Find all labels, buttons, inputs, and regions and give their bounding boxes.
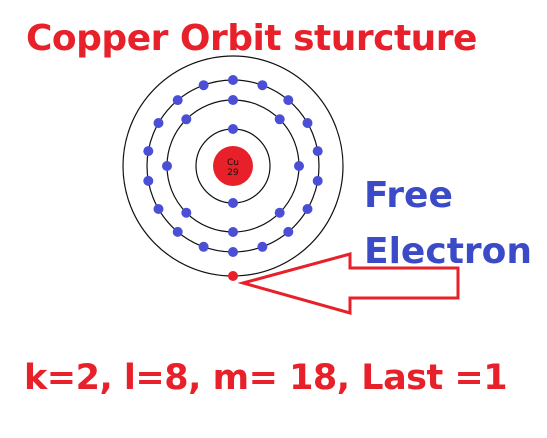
electron-m bbox=[283, 95, 294, 106]
electron-l bbox=[162, 161, 172, 171]
electron-l bbox=[181, 207, 192, 218]
free-electron-arrow bbox=[237, 252, 460, 315]
electron-m bbox=[153, 118, 164, 128]
electron-m bbox=[198, 80, 209, 91]
electron-m bbox=[198, 241, 209, 252]
electron-l bbox=[181, 114, 192, 125]
electron-m bbox=[172, 226, 183, 237]
free-electron bbox=[228, 271, 238, 281]
electron-m bbox=[228, 247, 238, 257]
free-electron-label: Free Electron bbox=[364, 168, 532, 280]
electron-m bbox=[257, 80, 268, 91]
electron-k bbox=[228, 198, 238, 208]
electron-m bbox=[228, 75, 238, 85]
electron-k bbox=[228, 124, 238, 134]
electrons bbox=[143, 75, 323, 281]
electron-m bbox=[302, 118, 313, 128]
free-electron-label-line2: Electron bbox=[364, 231, 533, 272]
electron-l bbox=[274, 114, 285, 125]
electron-m bbox=[143, 146, 154, 157]
nucleus bbox=[213, 146, 253, 186]
electron-m bbox=[283, 226, 294, 237]
electron-l bbox=[228, 227, 238, 237]
nucleus-symbol: Cu bbox=[227, 158, 239, 168]
electron-m bbox=[153, 204, 164, 214]
electron-m bbox=[172, 95, 183, 106]
shell-summary: k=2, l=8, m= 18, Last =1 bbox=[24, 358, 508, 398]
electron-m bbox=[312, 175, 323, 186]
electron-m bbox=[302, 204, 313, 214]
page-title: Copper Orbit sturcture bbox=[26, 18, 477, 59]
nucleus-atomic-number: 29 bbox=[227, 168, 239, 178]
electron-l bbox=[274, 207, 285, 218]
electron-m bbox=[257, 241, 268, 252]
electron-m bbox=[312, 146, 323, 157]
electron-l bbox=[228, 95, 238, 105]
free-electron-label-line1: Free bbox=[364, 175, 453, 216]
electron-l bbox=[294, 161, 304, 171]
electron-m bbox=[143, 175, 154, 186]
